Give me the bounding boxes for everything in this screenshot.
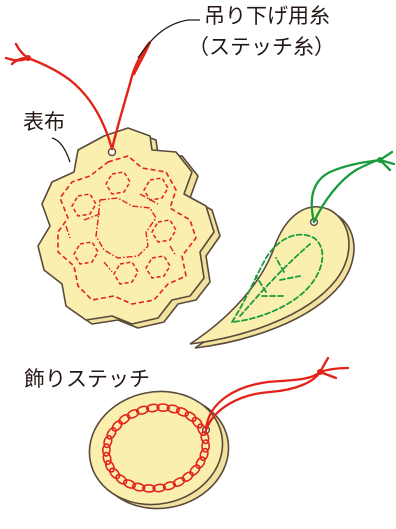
hanging-thread-sublabel: （ステッチ糸） bbox=[188, 37, 335, 58]
front-fabric-label: 表布 bbox=[23, 112, 65, 133]
oval-ornament-front-layer bbox=[79, 379, 233, 516]
hanging-thread-oval bbox=[206, 358, 348, 430]
front-fabric-pointer bbox=[52, 138, 70, 162]
oval-ornament bbox=[79, 379, 239, 520]
decorative-stitch-label: 飾りステッチ bbox=[24, 369, 150, 390]
hexagon-ornament bbox=[38, 128, 220, 328]
hanging-thread-label: 吊り下げ用糸 bbox=[204, 6, 330, 27]
